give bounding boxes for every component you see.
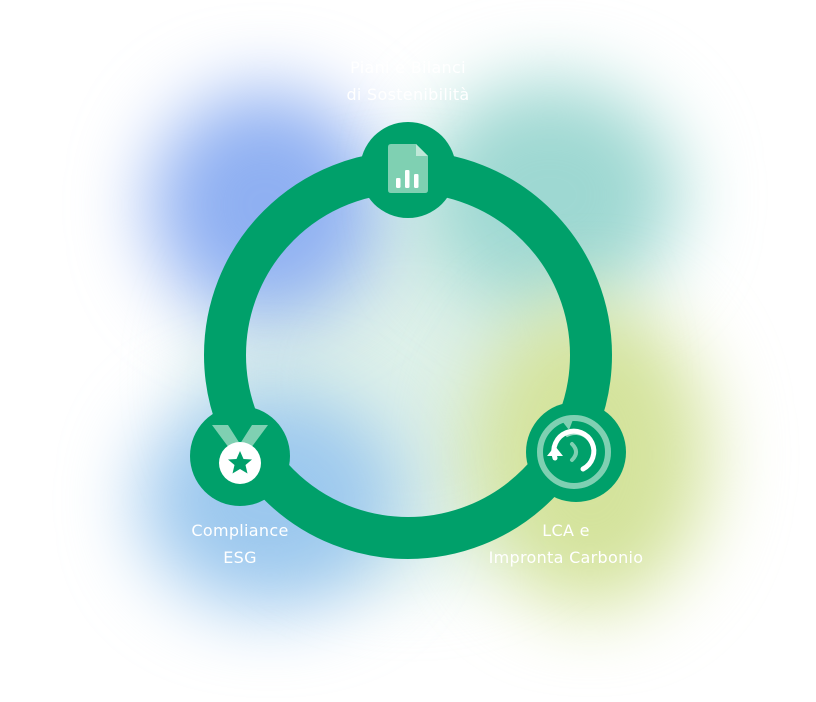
label-esg-compliance: Compliance ESG xyxy=(160,517,320,571)
label-lca-carbon-footprint: LCA e Impronta Carbonio xyxy=(466,517,666,571)
label-line: Piani e Bilanci xyxy=(350,58,466,77)
node-lca-carbon-footprint[interactable] xyxy=(526,402,626,502)
medal-icon xyxy=(212,425,268,484)
label-line: di Sostenibilità xyxy=(346,85,470,104)
document-chart-icon xyxy=(388,144,428,193)
label-line: ESG xyxy=(223,548,257,567)
label-line: Impronta Carbonio xyxy=(488,548,644,567)
label-line: LCA e xyxy=(542,521,590,540)
cycle-icon xyxy=(537,415,611,489)
label-line: Compliance xyxy=(191,521,289,540)
node-esg-compliance[interactable] xyxy=(190,406,290,506)
label-sustainability-plans: Piani e Bilanci di Sostenibilità xyxy=(308,54,508,108)
node-sustainability-plans[interactable] xyxy=(360,122,456,218)
